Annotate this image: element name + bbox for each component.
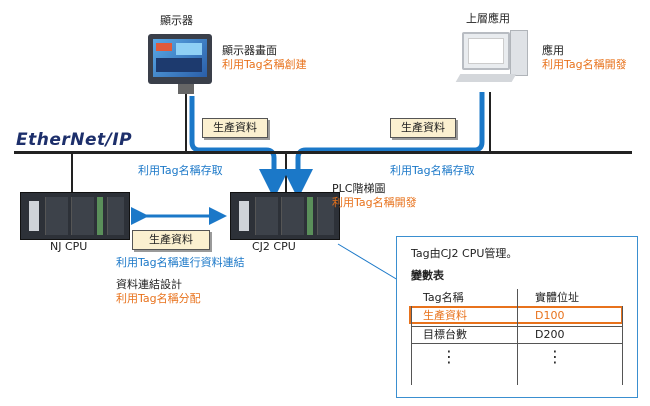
ellipsis-tag: ⋮ bbox=[441, 347, 457, 366]
ellipsis-addr: ⋮ bbox=[547, 347, 563, 366]
table-right-border bbox=[622, 306, 623, 385]
display-device-label: 顯示器 bbox=[160, 14, 193, 27]
panel-callout-line bbox=[337, 243, 399, 281]
variable-table-title: 變數表 bbox=[411, 269, 444, 282]
ethernet-ip-label: EtherNet/IP bbox=[16, 130, 133, 150]
link-alloc-note: 利用Tag名稱分配 bbox=[116, 292, 201, 305]
display-data-flow bbox=[189, 96, 289, 199]
col-tag-header: Tag名稱 bbox=[423, 291, 464, 304]
display-icon bbox=[148, 34, 212, 84]
table-row-addr: D100 bbox=[535, 309, 565, 322]
column-divider bbox=[517, 289, 518, 385]
table-row-tag: 生產資料 bbox=[423, 309, 467, 322]
access-right-note: 利用Tag名稱存取 bbox=[390, 164, 475, 177]
table-row-addr: D200 bbox=[535, 328, 565, 341]
nj-cpu-label: NJ CPU bbox=[50, 240, 88, 253]
display-data-tag: 生產資料 bbox=[202, 118, 268, 138]
display-screen-label: 顯示器畫面 bbox=[222, 44, 277, 57]
host-app-label: 應用 bbox=[542, 44, 564, 57]
table-left-border bbox=[411, 306, 412, 385]
cj2-cpu-label: CJ2 CPU bbox=[252, 240, 296, 253]
plc-ladder-note: 利用Tag名稱開發 bbox=[332, 196, 417, 209]
link-note: 利用Tag名稱進行資料連結 bbox=[116, 256, 245, 269]
panel-heading: Tag由CJ2 CPU管理。 bbox=[411, 247, 518, 260]
link-design-label: 資料連結設計 bbox=[116, 278, 182, 291]
host-data-flow bbox=[283, 92, 485, 199]
host-device-label: 上層應用 bbox=[466, 12, 510, 25]
access-left-note: 利用Tag名稱存取 bbox=[138, 164, 223, 177]
col-addr-header: 實體位址 bbox=[535, 291, 579, 304]
display-stand bbox=[178, 84, 194, 94]
host-data-tag: 生產資料 bbox=[390, 118, 456, 138]
link-data-tag: 生產資料 bbox=[132, 230, 210, 250]
display-screen-note: 利用Tag名稱創建 bbox=[222, 58, 307, 71]
nj-cpu-rack bbox=[20, 192, 130, 240]
cj2-cpu-rack bbox=[230, 192, 340, 240]
host-app-note: 利用Tag名稱開發 bbox=[542, 58, 627, 71]
table-row-tag: 目標台數 bbox=[423, 328, 467, 341]
computer-icon bbox=[455, 30, 530, 92]
network-bus bbox=[14, 151, 632, 154]
ethernet-ip-logo: EtherNet/IP bbox=[16, 130, 132, 150]
plc-ladder-label: PLC階梯圖 bbox=[332, 182, 386, 195]
tag-management-panel: Tag由CJ2 CPU管理。 變數表 Tag名稱 實體位址 生產資料 D100 … bbox=[396, 236, 638, 398]
